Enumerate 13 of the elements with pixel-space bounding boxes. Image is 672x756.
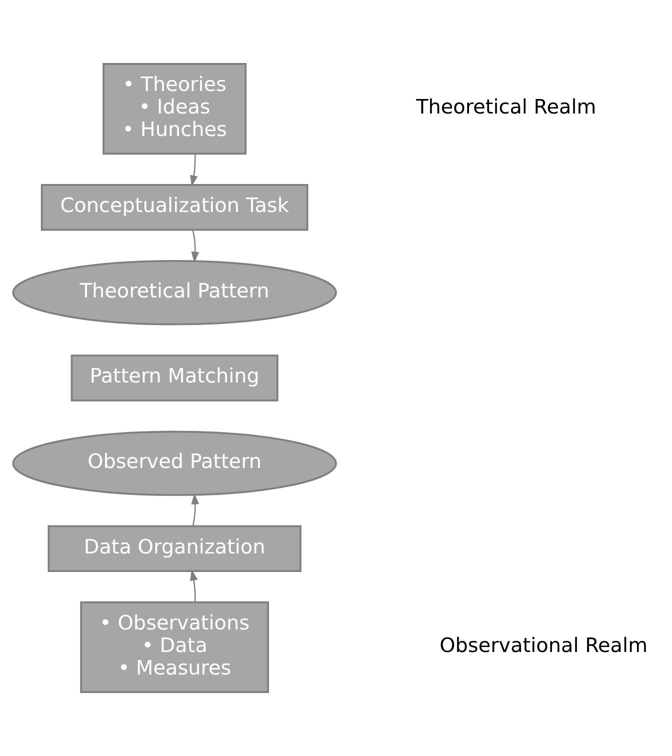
node-box: Pattern Matching — [70, 354, 278, 402]
node-ellipse: Observed Pattern — [12, 430, 337, 496]
label: Theoretical Realm — [416, 94, 596, 119]
arrow — [191, 230, 200, 263]
label: Observational Realm — [440, 632, 648, 657]
node-box: • Theories • Ideas • Hunches — [102, 63, 247, 155]
node-box: Data Organization — [48, 525, 302, 572]
node-box: Conceptualization Task — [40, 184, 308, 231]
node-box: • Observations • Data • Measures — [80, 601, 269, 693]
arrow — [190, 154, 198, 187]
arrow — [190, 569, 198, 602]
node-ellipse: Theoretical Pattern — [12, 260, 337, 326]
arrow — [191, 493, 200, 526]
